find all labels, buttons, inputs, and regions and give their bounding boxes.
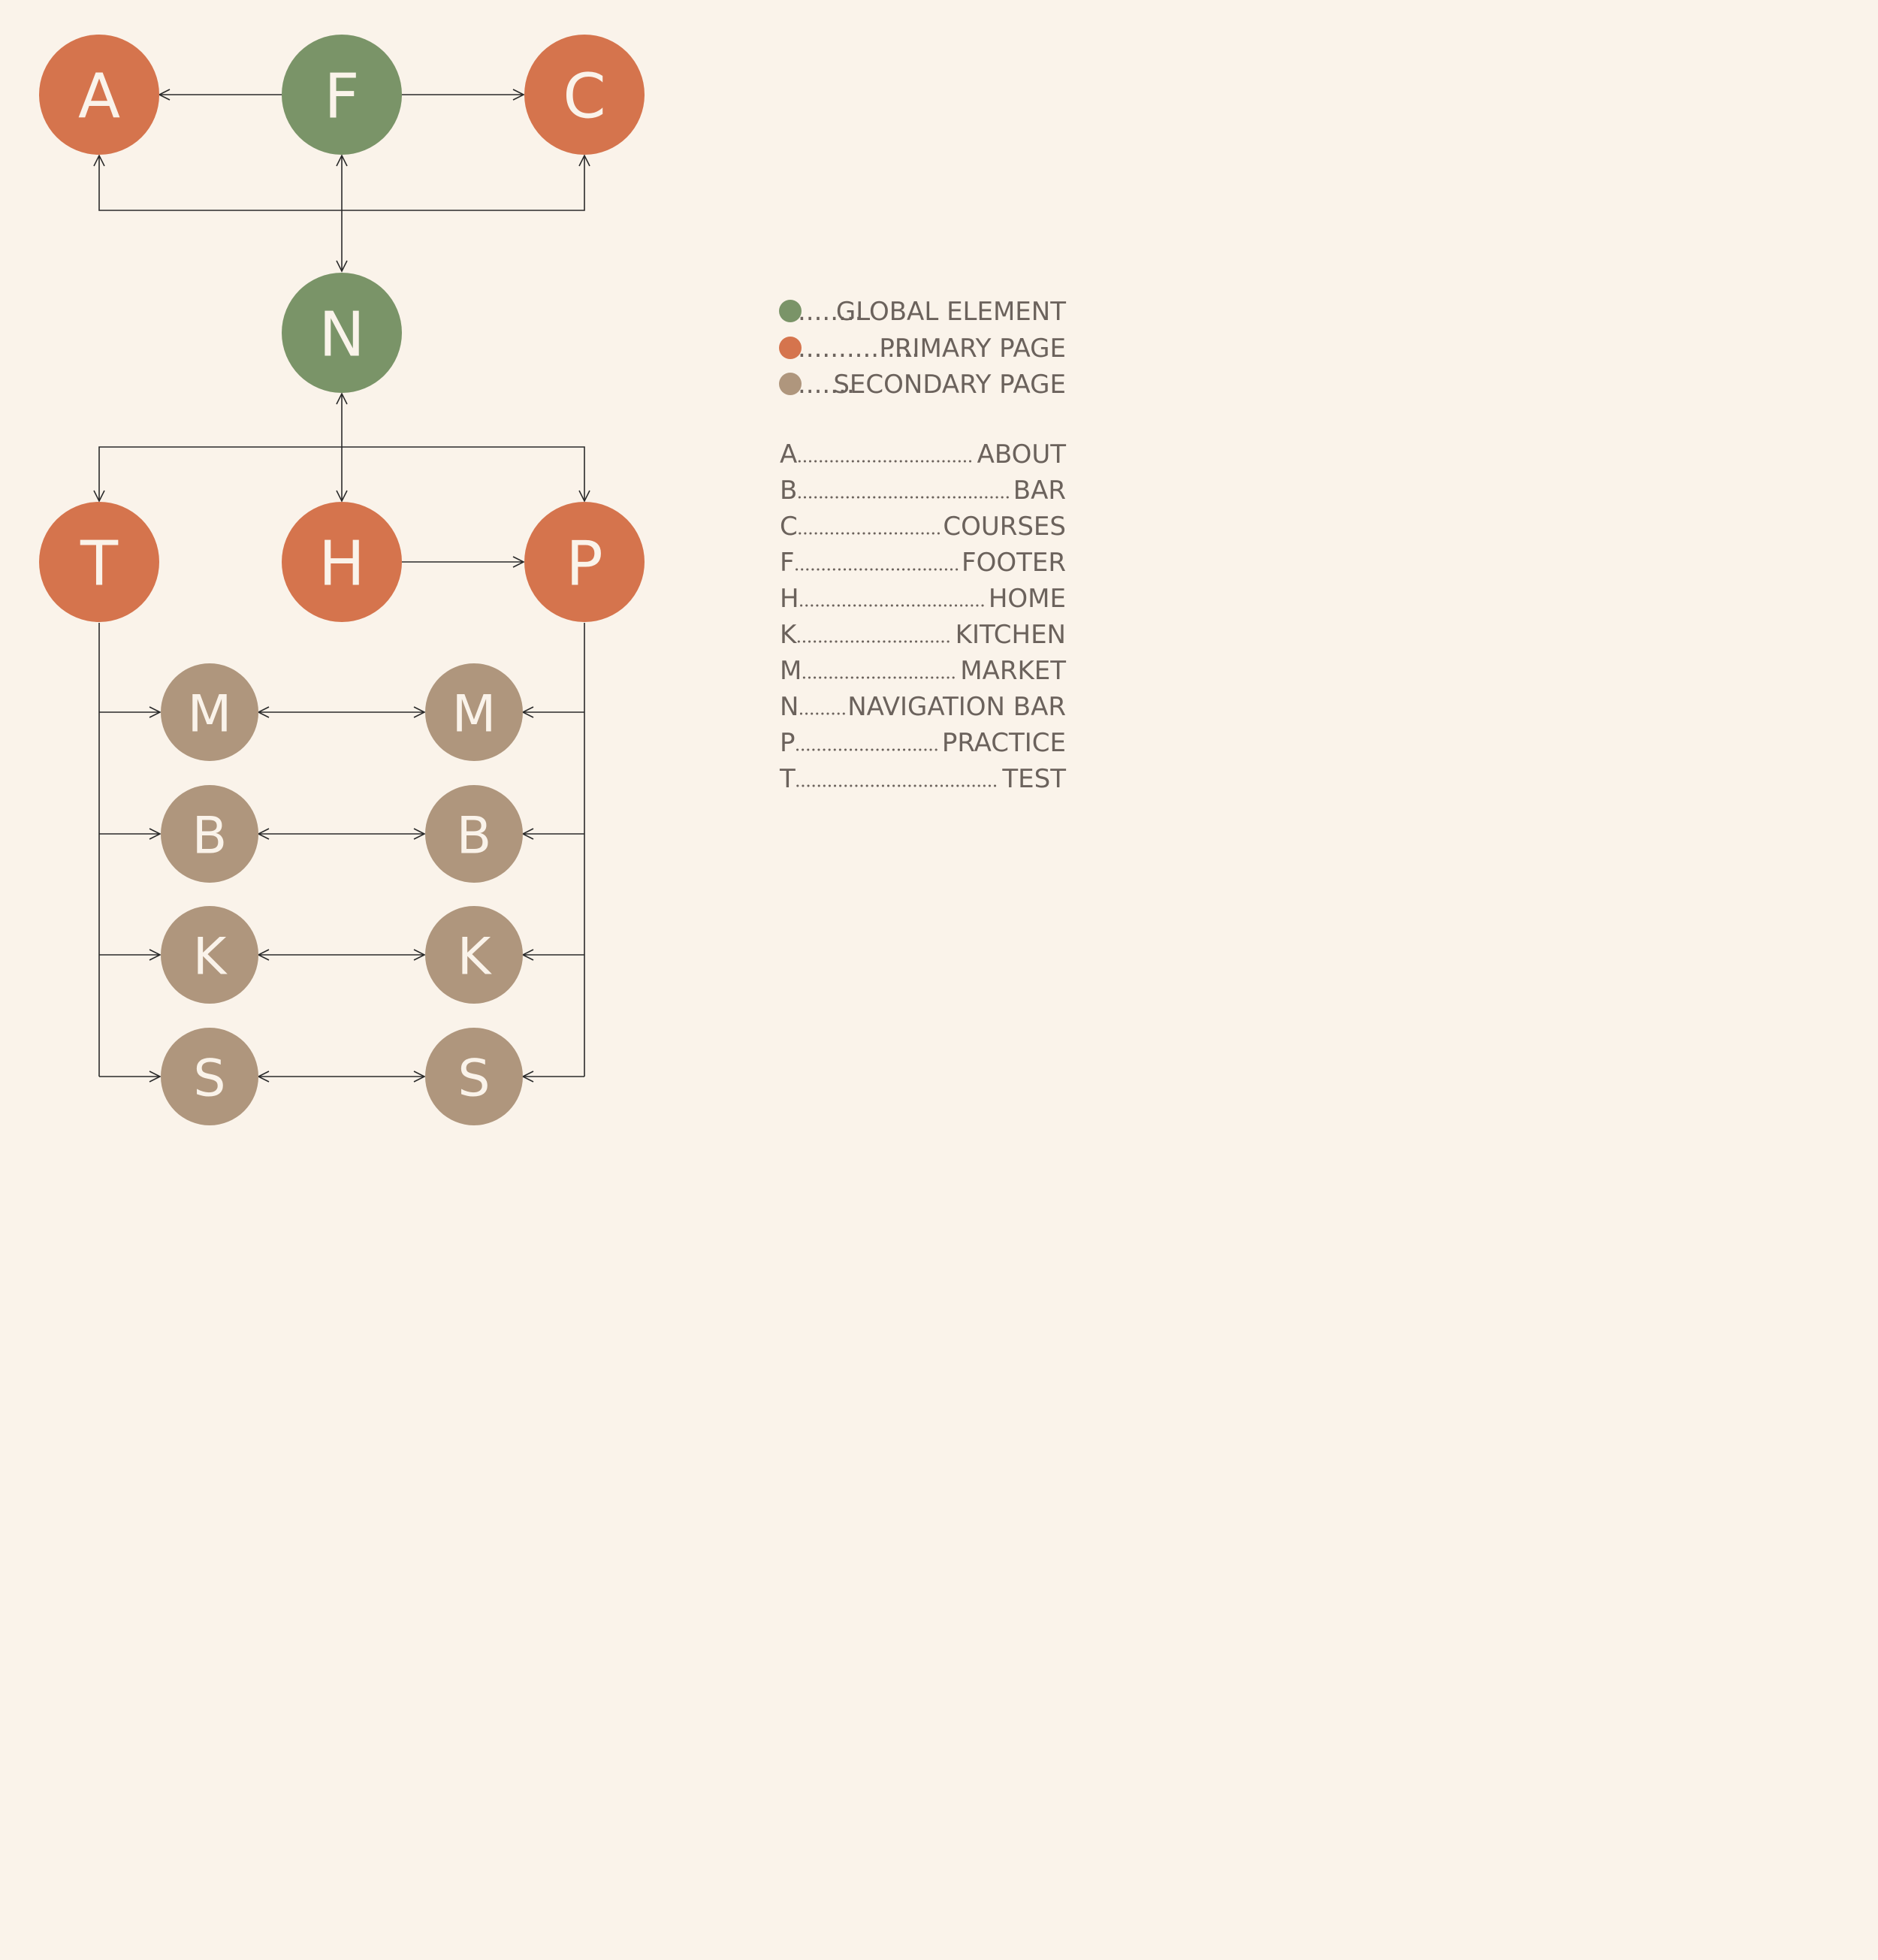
node-letter-s-left: S [193,1049,225,1109]
key-name-f: FOOTER [962,548,1066,578]
legend-leader-primary: ............... [798,334,919,364]
node-letter-s-right: S [457,1049,490,1109]
connector-bracket-t-p [93,446,590,503]
node-circle-s-right [425,1028,523,1125]
key-name-c: COURSES [943,512,1066,542]
legend-leader-secondary: ....... [798,370,855,400]
key-name-h: HOME [989,584,1066,614]
key-name-m: MARKET [960,656,1066,686]
node-circle-n-mid [282,273,402,393]
key-letter-t: T [779,764,796,794]
node-m-left: M [161,663,258,761]
legend-swatch-global [779,300,802,322]
key-letter-a: A [780,439,797,470]
node-circle-k-right [425,906,523,1004]
key-name-a: ABOUT [977,439,1067,470]
key-letter-p: P [780,728,796,758]
nodes-layer: A F C N T H P M M B B K K S S [39,35,645,1125]
node-circle-c-top [524,35,645,155]
node-c-top: C [524,35,645,155]
node-letter-h-main: H [319,529,365,600]
node-f-top: F [282,35,402,155]
key-name-n: NAVIGATION BAR [847,692,1066,722]
node-circle-m-right [425,663,523,761]
node-h-main: H [282,502,402,622]
legend-label-global: GLOBAL ELEMENT [836,297,1066,327]
node-circle-f-top [282,35,402,155]
node-circle-m-left [161,663,258,761]
node-letter-b-right: B [457,807,492,866]
node-circle-p-main [524,502,645,622]
node-circle-h-main [282,502,402,622]
node-circle-a-top [39,35,159,155]
key-letter-f: F [780,548,795,578]
node-letter-m-left: M [188,685,232,744]
node-k-right: K [425,906,523,1004]
node-letter-b-left: B [192,807,228,866]
node-k-left: K [161,906,258,1004]
node-circle-t-main [39,502,159,622]
node-letter-k-right: K [457,928,493,987]
node-letter-n-mid: N [319,300,364,371]
node-circle-b-left [161,785,258,883]
legend-label-primary: PRIMARY PAGE [879,334,1066,364]
node-circle-k-left [161,906,258,1004]
node-m-right: M [425,663,523,761]
connections-layer [93,89,590,1083]
key-name-k: KITCHEN [956,620,1066,650]
key-letter-c: C [780,512,798,542]
legend-leader-global: ........ [798,297,862,327]
node-letter-k-left: K [193,928,228,987]
node-letter-m-right: M [452,685,497,744]
node-letter-a-top: A [78,62,120,133]
legend: ........GLOBAL ELEMENT...............PRI… [779,297,1066,400]
key-letter-n: N [780,692,799,722]
node-circle-b-right [425,785,523,883]
key-letter-m: M [780,656,802,686]
node-b-right: B [425,785,523,883]
legend-swatch-secondary [779,373,802,395]
key-letter-h: H [780,584,799,614]
node-a-top: A [39,35,159,155]
legend-label-secondary: SECONDARY PAGE [833,370,1066,400]
key-name-p: PRACTICE [942,728,1066,758]
key-name-t: TEST [1001,764,1066,794]
key-letter-b: B [780,476,797,506]
node-letter-f-top: F [324,62,359,133]
key-letter-k: K [780,620,798,650]
node-t-main: T [39,502,159,622]
node-n-mid: N [282,273,402,393]
node-b-left: B [161,785,258,883]
node-s-left: S [161,1028,258,1125]
letter-key: A ABOUT B BAR C COURSES F FOOTER H HOME K KITCHEN M M… [779,439,1066,794]
node-letter-c-top: C [563,62,605,133]
node-letter-p-main: P [566,529,602,600]
node-p-main: P [524,502,645,622]
key-name-b: BAR [1013,476,1066,506]
node-s-right: S [425,1028,523,1125]
node-letter-t-main: T [80,529,119,600]
node-circle-s-left [161,1028,258,1125]
legend-swatch-primary [779,337,802,359]
